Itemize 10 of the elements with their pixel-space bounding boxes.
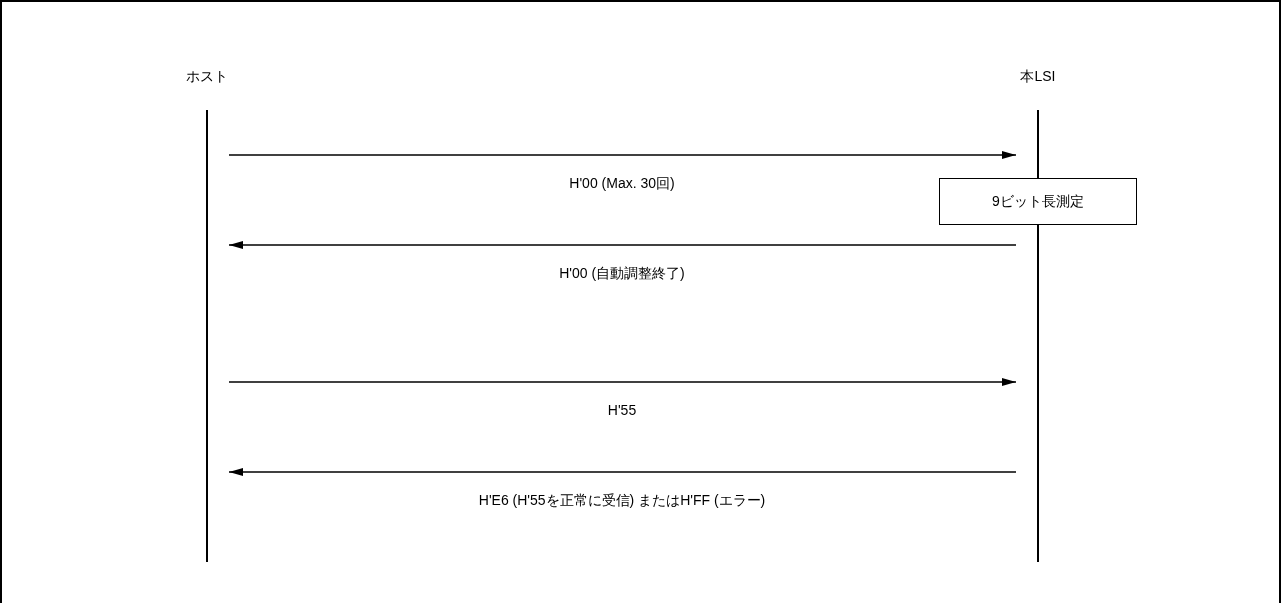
process-box: 9ビット長測定	[939, 178, 1137, 225]
edge-label: H'55	[607, 402, 637, 418]
edge-label: H'E6 (H'55を正常に受信) またはH'FF (エラー)	[478, 492, 766, 510]
edge-label: H'00 (Max. 30回)	[569, 175, 675, 193]
arrow	[228, 151, 1017, 159]
arrow	[228, 468, 1017, 476]
lifeline: ホスト	[185, 68, 229, 562]
arrow	[228, 378, 1017, 386]
edge-label: H'00 (自動調整終了)	[559, 265, 685, 283]
arrow	[228, 241, 1017, 249]
